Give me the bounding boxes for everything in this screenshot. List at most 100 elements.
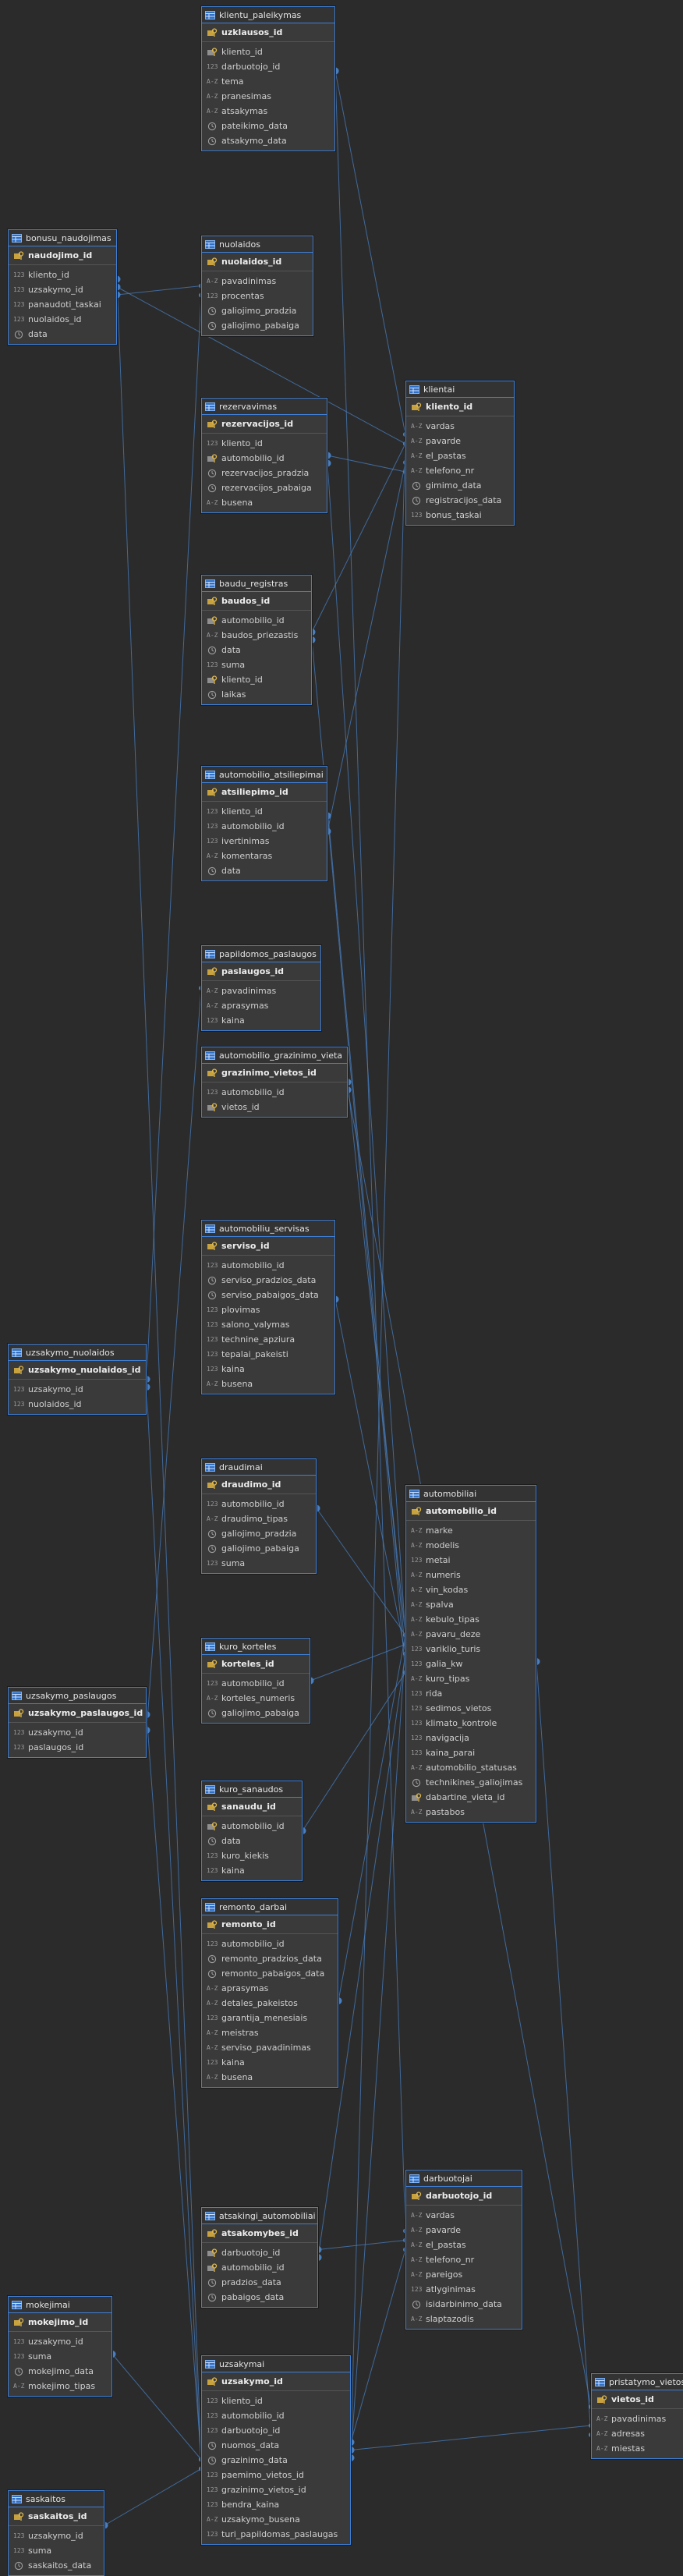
table-header[interactable]: automobilio_grazinimo_vieta: [202, 1047, 347, 1064]
primary-key-column[interactable]: uzsakymo_id: [202, 2374, 350, 2391]
table-header[interactable]: darbuotojai: [406, 2170, 522, 2187]
column-row[interactable]: galiojimo_pabaiga: [202, 1706, 310, 1720]
column-row[interactable]: automobilio_id: [202, 1819, 302, 1834]
column-row[interactable]: pradzios_data: [202, 2275, 317, 2290]
column-row[interactable]: kliento_id: [202, 44, 334, 59]
column-row[interactable]: rezervacijos_pabaiga: [202, 480, 327, 495]
column-row[interactable]: pateikimo_data: [202, 119, 334, 133]
table-header[interactable]: klientai: [406, 381, 514, 398]
column-row[interactable]: dabartine_vieta_id: [406, 1790, 536, 1805]
relationship-line-automobiliu_servisas-automobiliai[interactable]: [334, 1299, 406, 1654]
relationship-line-automobiliai-pristatymo_vietos[interactable]: [536, 1661, 592, 2436]
relationship-line-klientu_paleikymas-klientai[interactable]: [334, 70, 406, 435]
column-row[interactable]: automobilio_id: [202, 451, 327, 466]
primary-key-column[interactable]: automobilio_id: [406, 1504, 536, 1521]
relationship-line-automobilio_atsiliepimai-automobiliai[interactable]: [327, 815, 406, 1673]
primary-key-column[interactable]: mokejimo_id: [9, 2315, 111, 2332]
table-header[interactable]: baudu_registras: [202, 576, 311, 592]
column-row[interactable]: nuomos_data: [202, 2438, 350, 2453]
primary-key-column[interactable]: korteles_id: [202, 1657, 310, 1674]
column-row[interactable]: saskaitos_data: [9, 2558, 104, 2573]
relationship-line-remonto_darbai-automobiliai[interactable]: [338, 1635, 406, 2001]
relationship-line-atsakingi_automobiliai-darbuotojai[interactable]: [317, 2240, 406, 2250]
relationship-line-uzsakymo_paslaugos-uzsakymai[interactable]: [146, 1714, 202, 2460]
relationship-line-uzsakymo_nuolaidos-nuolaidos[interactable]: [146, 295, 202, 1380]
column-row[interactable]: rezervacijos_pradzia: [202, 466, 327, 480]
table-header[interactable]: kuro_sanaudos: [202, 1781, 302, 1798]
table-header[interactable]: automobilio_atsiliepimai: [202, 767, 327, 783]
column-row[interactable]: pabaigos_data: [202, 2290, 317, 2305]
table-header[interactable]: automobiliai: [406, 1486, 536, 1502]
column-row[interactable]: remonto_pabaigos_data: [202, 1966, 338, 1981]
primary-key-column[interactable]: baudos_id: [202, 594, 311, 611]
table-header[interactable]: saskaitos: [9, 2491, 104, 2507]
table-header[interactable]: uzsakymo_paslaugos: [9, 1688, 146, 1704]
primary-key-column[interactable]: serviso_id: [202, 1238, 334, 1256]
column-row[interactable]: vietos_id: [202, 1100, 347, 1114]
primary-key-column[interactable]: vietos_id: [592, 2392, 683, 2409]
primary-key-column[interactable]: rezervacijos_id: [202, 416, 327, 434]
relationship-line-kuro_sanaudos-automobiliai[interactable]: [302, 1672, 406, 1831]
primary-key-column[interactable]: kliento_id: [406, 399, 514, 416]
column-row[interactable]: isidarbinimo_data: [406, 2297, 522, 2312]
table-header[interactable]: uzsakymo_nuolaidos: [9, 1345, 146, 1361]
primary-key-column[interactable]: naudojimo_id: [9, 248, 116, 265]
table-header[interactable]: atsakingi_automobiliai: [202, 2208, 317, 2224]
relationship-line-draudimai-automobiliai[interactable]: [316, 1508, 406, 1635]
column-row[interactable]: data: [202, 1834, 302, 1848]
